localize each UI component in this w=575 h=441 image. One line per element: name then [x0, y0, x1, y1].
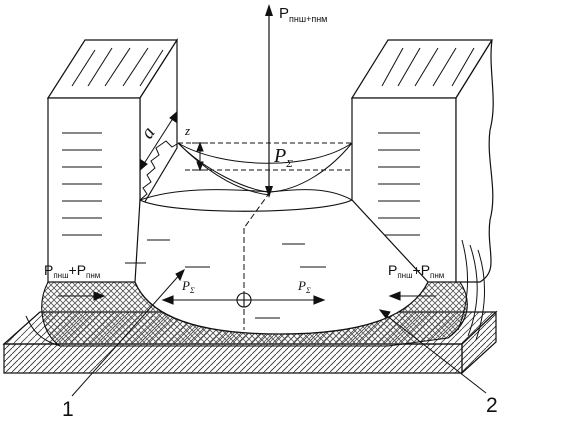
p-sigma-left-label: PΣ [181, 278, 195, 295]
dimension-a [139, 110, 178, 172]
left-block [46, 37, 179, 283]
p-sigma-center-label: PΣ [273, 145, 293, 170]
callout-2-label: 2 [486, 394, 498, 417]
force-left-label: Pпнш+Pпнм [44, 262, 100, 280]
dimension-z-label: z [184, 123, 190, 138]
force-right-label: Pпнш+Pпнм [388, 262, 444, 280]
vertical-force-arrow [265, 4, 273, 198]
dimension-z [192, 141, 208, 172]
force-top-label: Pпнш+пнм [279, 5, 327, 24]
callout-1-label: 1 [62, 398, 74, 421]
p-sigma-right-label: PΣ [297, 278, 311, 295]
lateral-force-arrows [58, 291, 436, 301]
axis-lines [243, 191, 271, 330]
internal-force-arrows [161, 292, 326, 308]
callout-leaders [71, 268, 487, 397]
